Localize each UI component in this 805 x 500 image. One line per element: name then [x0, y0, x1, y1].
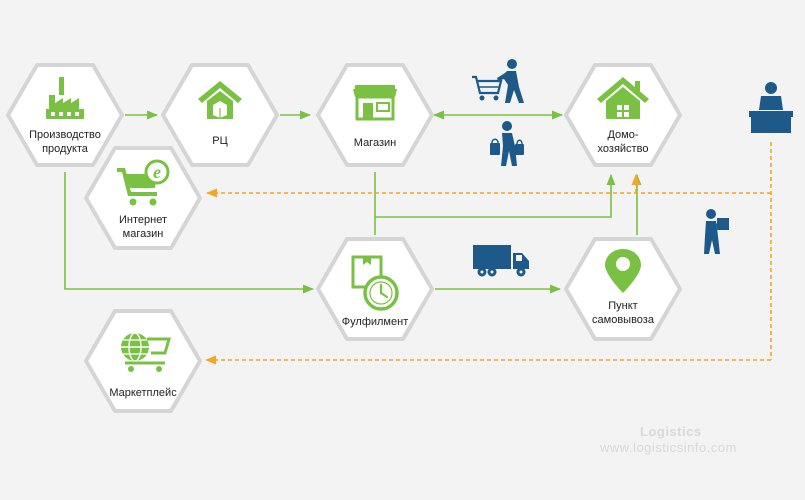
node-marketplace: Маркетплейс — [84, 309, 202, 413]
node-pickup-label-1: Пункт — [608, 300, 637, 312]
person-with-bags-icon — [490, 121, 524, 166]
shop-icon — [353, 85, 397, 121]
node-store-label: Магазин — [354, 137, 396, 149]
watermark: Logistics www.logisticsinfo.com — [599, 424, 737, 455]
box-clock-icon — [351, 255, 399, 311]
warehouse-icon — [198, 81, 242, 119]
node-pickup: Пункт самовывоза — [564, 237, 682, 341]
node-pickup-label-2: самовывоза — [592, 314, 655, 326]
connectors — [64, 110, 772, 365]
node-fulfillment: Фулфилмент — [316, 237, 434, 341]
line-store-to-household — [374, 172, 616, 218]
factory-icon — [46, 77, 84, 119]
node-production-label-1: Производство — [29, 129, 101, 141]
e-cart-icon: e — [117, 159, 170, 206]
node-rc-label: РЦ — [212, 135, 227, 147]
globe-cart-icon — [121, 332, 171, 372]
person-at-desk-icon — [749, 82, 793, 133]
node-production: Производство продукта — [6, 63, 124, 167]
node-store: Магазин — [316, 63, 434, 167]
node-household: Домо- хозяйство — [564, 63, 682, 167]
person-with-cart-icon — [472, 59, 524, 103]
node-fulfillment-label: Фулфилмент — [342, 316, 408, 328]
node-marketplace-label: Маркетплейс — [109, 387, 177, 399]
location-pin-icon — [605, 249, 641, 293]
svg-text:e: e — [153, 162, 161, 182]
node-eshop-label-2: магазин — [123, 228, 164, 240]
house-icon — [597, 77, 649, 119]
watermark-line2: www.logisticsinfo.com — [599, 440, 737, 455]
node-eshop-label-1: Интернет — [119, 214, 167, 226]
node-household-label-1: Домо- — [607, 129, 638, 141]
node-rc: РЦ — [161, 63, 279, 167]
line-production-to-fulfillment — [64, 172, 315, 294]
node-household-label-2: хозяйство — [598, 143, 649, 155]
watermark-line1: Logistics — [640, 424, 702, 439]
node-production-label-2: продукта — [42, 143, 89, 155]
node-eshop: e Интернет магазин — [84, 146, 202, 250]
delivery-truck-icon — [473, 245, 529, 277]
courier-with-box-icon — [704, 209, 729, 254]
